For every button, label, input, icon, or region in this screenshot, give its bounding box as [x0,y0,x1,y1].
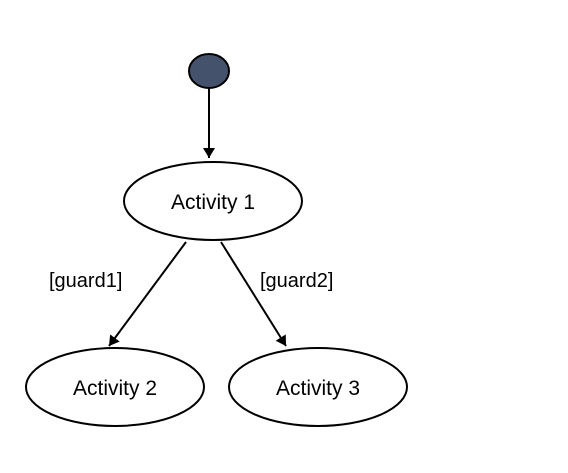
activity-3-node [228,347,408,427]
edge-activity1-to-activity3 [220,241,287,347]
activity-1-label: Activity 1 [171,191,255,214]
activity-2-label: Activity 2 [73,377,157,400]
guard2-label: [guard2] [260,270,333,292]
start-node [188,53,230,89]
activity-3-label: Activity 3 [276,377,360,400]
activity-2-node [25,347,205,427]
edge-activity1-to-activity2 [108,241,187,347]
guard1-label: [guard1] [49,270,122,292]
activity-1-node [123,161,303,241]
